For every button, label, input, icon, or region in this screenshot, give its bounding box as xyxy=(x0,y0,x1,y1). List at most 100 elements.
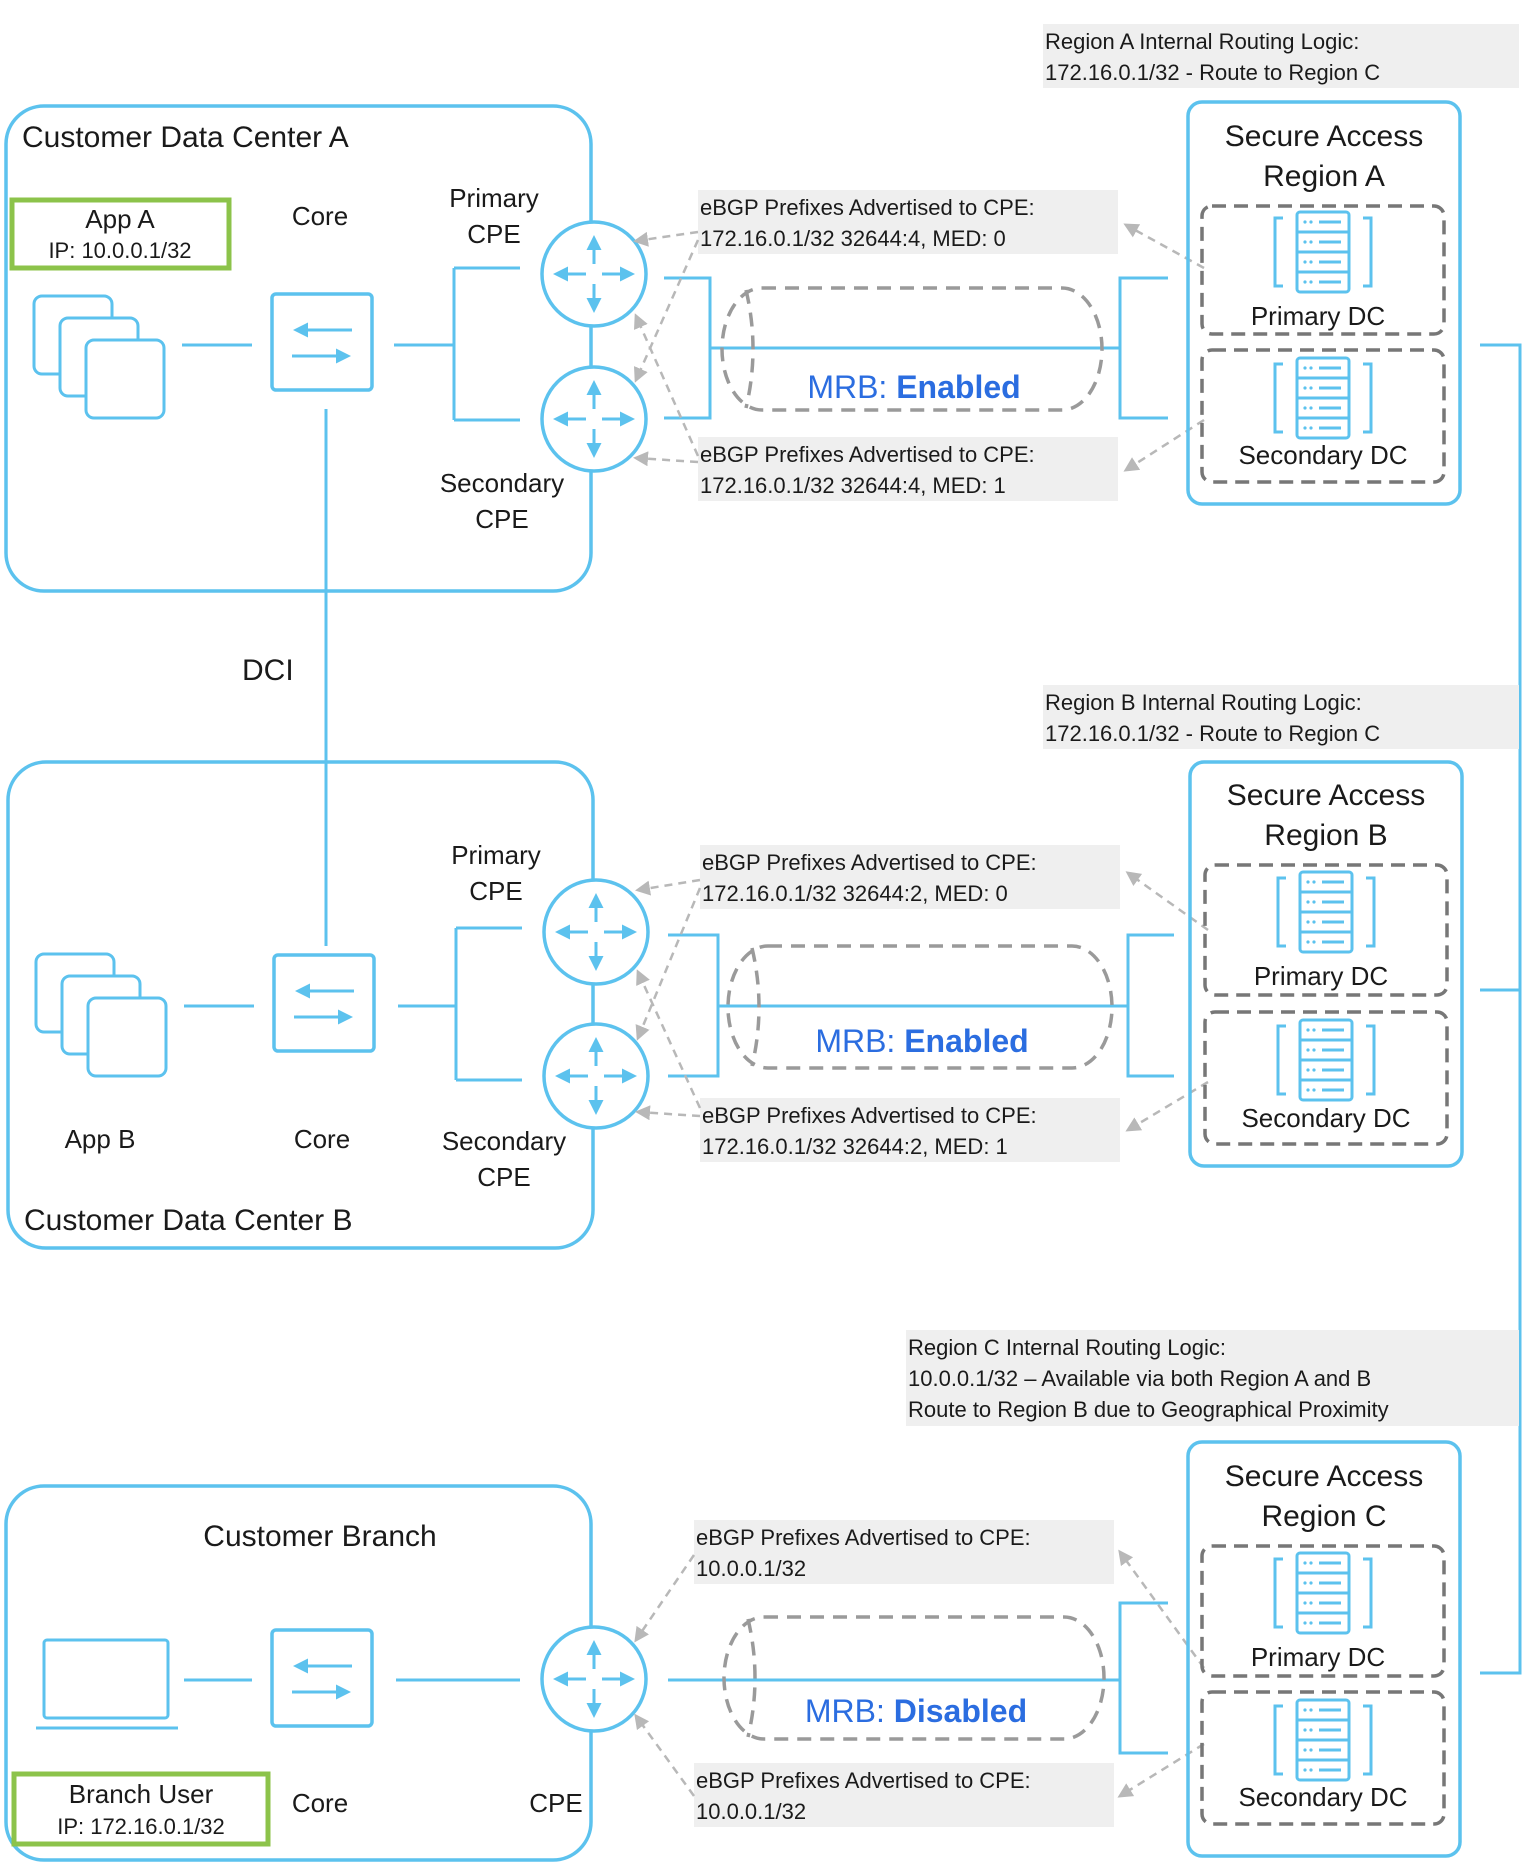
highlight xyxy=(1043,685,1519,749)
region-c-secondary-dc-server-icon[interactable] xyxy=(1273,1698,1373,1782)
highlight xyxy=(700,1098,1120,1162)
dc-a-mrb-status: MRB: Enabled xyxy=(807,369,1020,405)
highlight xyxy=(1043,24,1519,88)
customer-data-center-b: Customer Data Center B App B Core Primar… xyxy=(6,760,648,1250)
region-b-title-2: Region B xyxy=(1264,819,1387,852)
app-a-highlight xyxy=(9,197,232,271)
dc-a-primary-cpe-label-1: Primary xyxy=(449,183,539,213)
dc-a-frame xyxy=(4,104,593,593)
region-b-primary-dc-server-icon[interactable] xyxy=(1276,870,1376,954)
dc-a-advertisement-arrows xyxy=(633,223,1205,472)
region-b-routing-logic-line-2: 172.16.0.1/32 - Route to Region C xyxy=(1045,721,1380,746)
region-c-title-2: Region C xyxy=(1261,1500,1386,1533)
branch-core-switch-icon[interactable] xyxy=(272,1630,372,1726)
dc-b-core-switch-icon[interactable] xyxy=(274,955,374,1051)
branch-ebgp-top-line-1: eBGP Prefixes Advertised to CPE: xyxy=(696,1525,1031,1550)
branch-cpe-label: CPE xyxy=(529,1788,582,1818)
branch-ebgp-bottom-line-1: eBGP Prefixes Advertised to CPE: xyxy=(696,1768,1031,1793)
secure-access-region-b: Secure Access Region B Primary DC Second… xyxy=(1188,760,1464,1168)
dc-b-core-to-cpe-links xyxy=(398,926,522,1082)
app-b-label: App B xyxy=(65,1124,136,1154)
region-c-routing-logic-line-2: 10.0.0.1/32 – Available via both Region … xyxy=(908,1366,1371,1391)
region-b-secondary-dc-box xyxy=(1203,1010,1449,1146)
dc-b-region-b-links xyxy=(668,933,1174,1078)
region-a-secondary-dc-server-icon[interactable] xyxy=(1273,356,1373,440)
dc-a-secondary-cpe-label-2: CPE xyxy=(475,504,528,534)
customer-branch: Customer Branch Branch User IP: 172.16.0… xyxy=(4,1484,646,1862)
secure-access-region-c: Secure Access Region C Primary DC Second… xyxy=(1186,1440,1462,1858)
branch-user-label: Branch User xyxy=(69,1779,214,1809)
region-c-secondary-dc-box xyxy=(1200,1690,1446,1826)
region-a-title-1: Secure Access xyxy=(1225,120,1423,153)
dc-b-frame xyxy=(6,760,595,1250)
dc-b-advertisement-arrows xyxy=(635,871,1209,1132)
dc-a-secondary-cpe-label-1: Secondary xyxy=(440,468,564,498)
region-a-primary-dc-server-icon[interactable] xyxy=(1273,210,1373,294)
dc-b-title: Customer Data Center B xyxy=(24,1204,352,1237)
region-b-frame xyxy=(1188,760,1464,1168)
highlight xyxy=(698,190,1118,254)
region-c-routing-logic-line-3: Route to Region B due to Geographical Pr… xyxy=(908,1397,1389,1422)
region-a-routing-logic-line-1: Region A Internal Routing Logic: xyxy=(1045,29,1359,54)
dc-a-primary-cpe-label-2: CPE xyxy=(467,219,520,249)
region-a-primary-dc-box xyxy=(1200,204,1446,336)
dc-a-ebgp-primary-line-2: 172.16.0.1/32 32644:4, MED: 0 xyxy=(700,226,1006,251)
dc-b-ebgp-primary-line-2: 172.16.0.1/32 32644:2, MED: 0 xyxy=(702,881,1008,906)
dc-b-core-label: Core xyxy=(294,1124,350,1154)
dci-label: DCI xyxy=(242,654,294,687)
region-a-title-2: Region A xyxy=(1263,160,1385,193)
highlight xyxy=(698,437,1118,501)
dc-a-core-to-cpe-links xyxy=(394,266,520,422)
dc-a-mrb-tunnel xyxy=(720,286,1104,412)
laptop-icon[interactable] xyxy=(36,1638,178,1730)
region-c-secondary-dc-label: Secondary DC xyxy=(1238,1782,1407,1812)
dc-a-ebgp-primary-line-1: eBGP Prefixes Advertised to CPE: xyxy=(700,195,1035,220)
dc-a-ebgp-secondary-line-1: eBGP Prefixes Advertised to CPE: xyxy=(700,442,1035,467)
dc-a-primary-cpe-router-icon[interactable] xyxy=(542,222,646,326)
region-a-routing-logic-line-2: 172.16.0.1/32 - Route to Region C xyxy=(1045,60,1380,85)
region-b-primary-dc-label: Primary DC xyxy=(1254,961,1388,991)
branch-mrb-status: MRB: Disabled xyxy=(805,1693,1027,1729)
region-c-frame xyxy=(1186,1440,1462,1858)
dc-b-ebgp-primary-line-1: eBGP Prefixes Advertised to CPE: xyxy=(702,850,1037,875)
app-a-label: App A xyxy=(85,204,155,234)
highlight xyxy=(694,1520,1114,1584)
dc-b-secondary-cpe-router-icon[interactable] xyxy=(544,1024,648,1128)
dc-a-region-a-links xyxy=(664,276,1168,420)
region-c-routing-logic-line-1: Region C Internal Routing Logic: xyxy=(908,1335,1226,1360)
region-b-secondary-dc-label: Secondary DC xyxy=(1241,1103,1410,1133)
highlight xyxy=(700,845,1120,909)
highlight xyxy=(694,1763,1114,1827)
dc-b-primary-cpe-label-2: CPE xyxy=(469,876,522,906)
branch-region-c-links xyxy=(668,1601,1168,1755)
region-a-secondary-dc-box xyxy=(1200,348,1446,484)
dc-a-core-switch-icon[interactable] xyxy=(272,294,372,390)
branch-mrb-tunnel xyxy=(722,1615,1106,1741)
region-a-secondary-dc-label: Secondary DC xyxy=(1238,440,1407,470)
region-a-primary-dc-label: Primary DC xyxy=(1251,301,1385,331)
dc-b-ebgp-secondary-line-2: 172.16.0.1/32 32644:2, MED: 1 xyxy=(702,1134,1008,1159)
region-a-frame xyxy=(1186,100,1462,506)
customer-data-center-a: Customer Data Center A App A IP: 10.0.0.… xyxy=(4,104,646,593)
region-c-primary-dc-label: Primary DC xyxy=(1251,1642,1385,1672)
branch-title: Customer Branch xyxy=(203,1520,436,1553)
app-a-icon[interactable] xyxy=(32,294,166,420)
branch-user-ip: IP: 172.16.0.1/32 xyxy=(57,1814,225,1839)
dc-b-primary-cpe-label-1: Primary xyxy=(451,840,541,870)
dc-b-secondary-cpe-label-2: CPE xyxy=(477,1162,530,1192)
region-c-primary-dc-server-icon[interactable] xyxy=(1273,1551,1373,1635)
dc-a-ebgp-secondary-line-2: 172.16.0.1/32 32644:4, MED: 1 xyxy=(700,473,1006,498)
dc-b-mrb-status: MRB: Enabled xyxy=(815,1023,1028,1059)
branch-core-label: Core xyxy=(292,1788,348,1818)
branch-ebgp-bottom-line-2: 10.0.0.1/32 xyxy=(696,1799,806,1824)
dc-b-primary-cpe-router-icon[interactable] xyxy=(544,880,648,984)
branch-advertisement-arrows xyxy=(634,1549,1206,1798)
region-b-routing-logic-line-1: Region B Internal Routing Logic: xyxy=(1045,690,1362,715)
region-b-secondary-dc-server-icon[interactable] xyxy=(1276,1018,1376,1102)
region-c-title-1: Secure Access xyxy=(1225,1460,1423,1493)
region-b-title-1: Secure Access xyxy=(1227,779,1425,812)
dc-a-secondary-cpe-router-icon[interactable] xyxy=(542,367,646,471)
branch-cpe-router-icon[interactable] xyxy=(542,1627,646,1731)
app-b-icon[interactable] xyxy=(34,952,168,1078)
